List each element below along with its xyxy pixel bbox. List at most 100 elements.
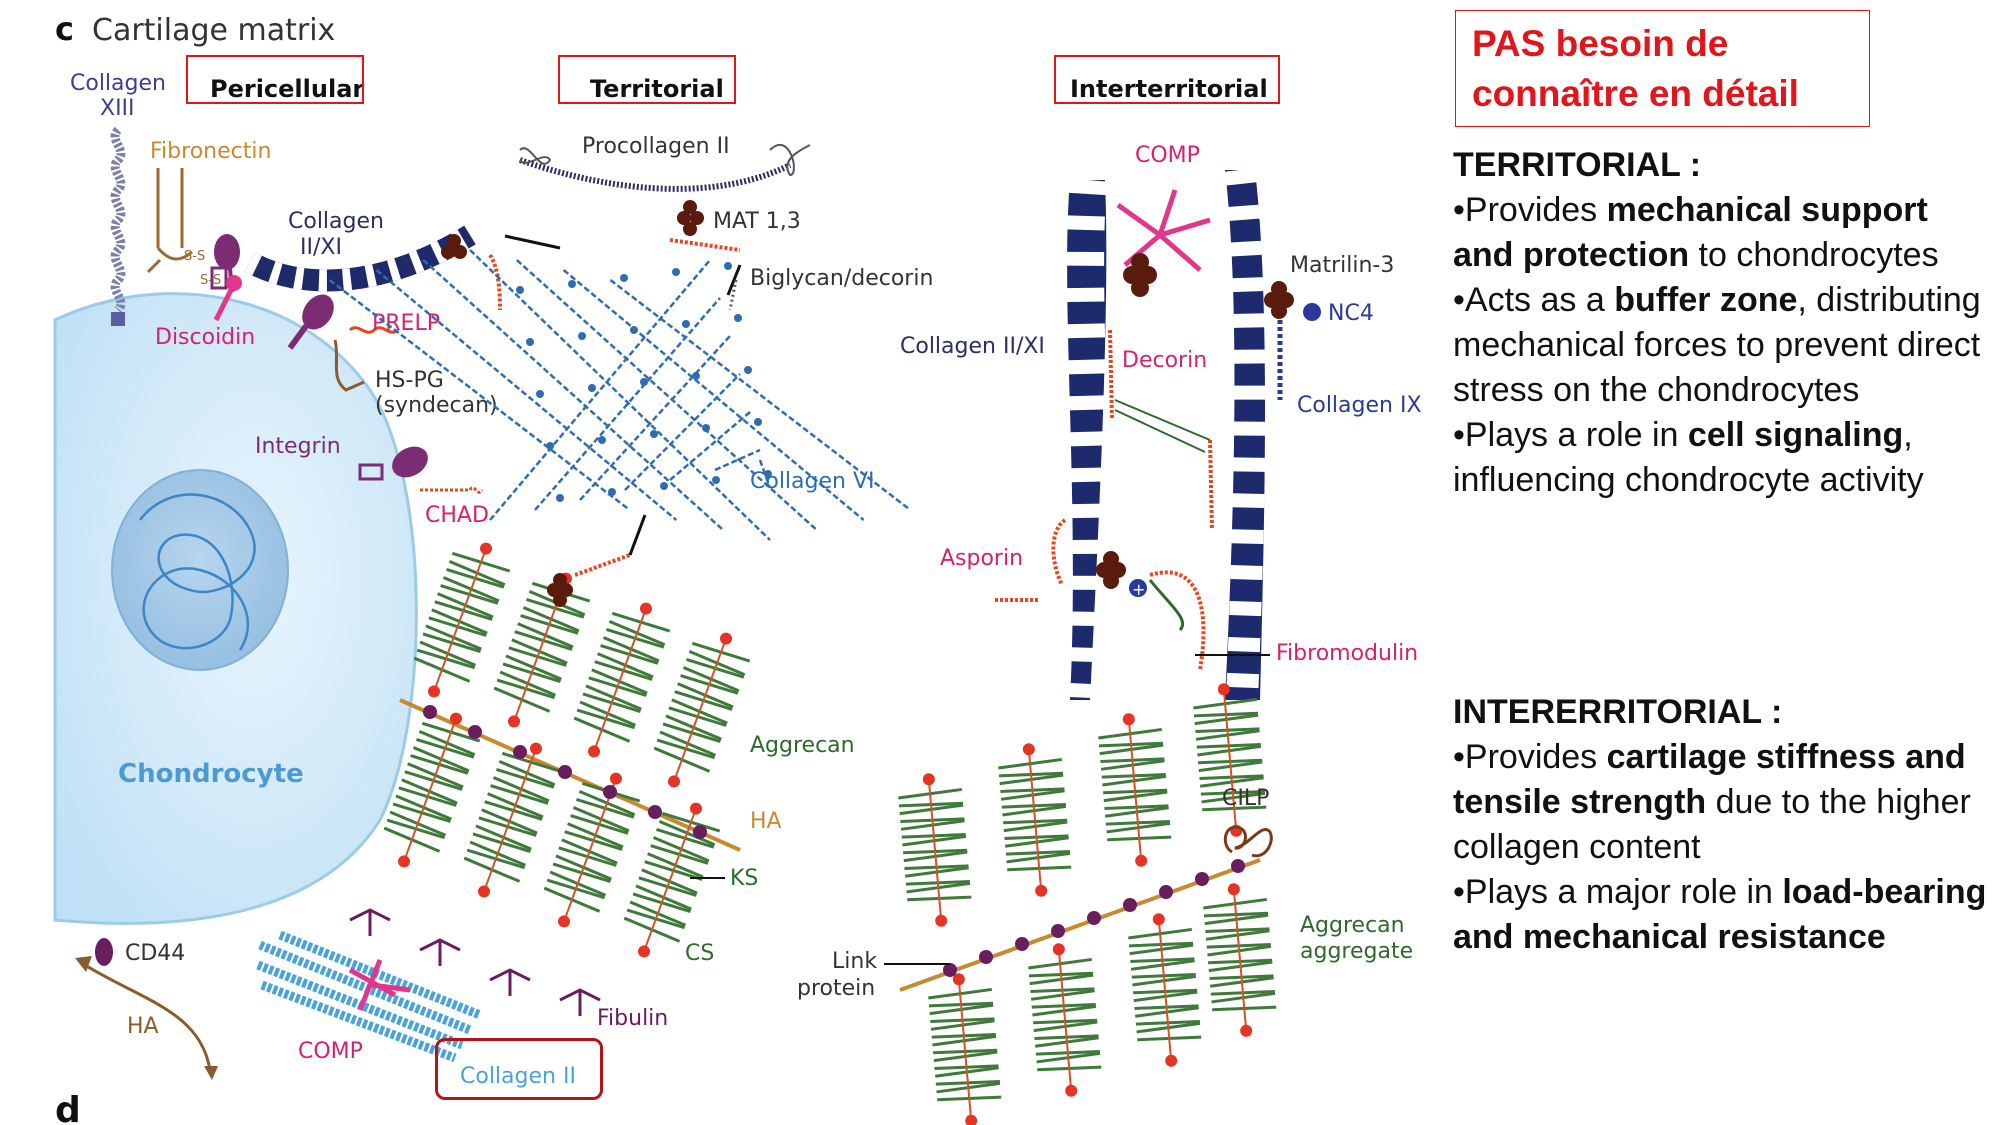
asporin-label: Asporin [940,546,1023,571]
collagen-vi-label: Collagen VI [750,469,875,494]
g3-domain [922,773,935,786]
nc4-icon [1303,303,1321,321]
core-protein [1127,721,1143,859]
collagen-vi-strand [579,335,731,501]
g3-domain [609,772,622,785]
mat13-icon [677,200,704,236]
aggrecan-monomer [573,602,671,758]
aggrecan-monomer [1203,883,1277,1037]
core-protein [1222,691,1238,829]
mat-interterritorial-1 [1123,253,1157,297]
territorial-heading: TERRITORIAL : [1453,146,1702,184]
aggrecan-aggregate-label: Aggrecan [1300,913,1405,938]
territorial-notes: TERRITORIAL : •Provides mechanical suppo… [1453,143,1993,503]
ha-arrowhead-left [75,956,92,972]
g3-domain [1152,913,1165,926]
g1-domain [398,855,411,868]
collagen-ii-highlight-box [435,1038,603,1100]
plus-marker-glyph: + [1132,580,1145,599]
collagen-ii-bottom-label: Collagen II [460,1064,576,1089]
aggrecan-monomer [413,542,511,698]
ha-arrowhead-bottom [204,1066,218,1080]
core-protein [1157,921,1173,1059]
fibronectin-stem [146,258,162,274]
biglycan-dots [728,279,738,311]
g3-domain [719,632,732,645]
link-protein-label-2: protein [797,976,875,1001]
collagen-vi-strand [489,259,711,521]
collagen-iixi-right-label: Collagen II/XI [900,334,1045,359]
cilp-label: CILP [1222,786,1269,811]
link-protein-node [1123,898,1137,912]
discoidin-icon [213,286,235,322]
collagen-ix-label: Collagen IX [1297,393,1422,418]
fibulin-node [559,988,601,1016]
core-protein [563,780,617,920]
aggrecan-monomer [1028,943,1102,1097]
fibulin-label: Fibulin [597,1006,668,1031]
g3-domain [639,602,652,615]
collagen-vi-strand [562,269,865,521]
link-protein-node [1087,911,1101,925]
aggrecan-monomer [653,632,751,788]
zone-interterritorial-label: Interterritorial [1070,75,1268,103]
procollagen-ii-end-right [769,143,811,177]
collagen-vi-strand [515,259,818,531]
mat-small-icon [441,234,467,259]
plus-marker-icon [1129,579,1147,597]
core-protein [433,550,487,690]
collagen-vi-node [692,372,700,380]
collagen-xiii-icon [110,126,126,314]
g1-domain [508,715,521,728]
g1-domain [558,915,571,928]
aggrecan-label: Aggrecan [750,733,855,758]
discoidin-head [226,275,242,291]
collagen-vi-node [556,494,564,502]
fibulin-node [419,938,461,966]
g3-domain [449,712,462,725]
prelp-icon [348,326,400,334]
collagen-vi-node [516,286,524,294]
collagen-vi-strand [534,297,721,511]
collagen-iixi-label-2: II/XI [300,235,342,260]
procollagen-ii-fibre [519,157,792,192]
aggrecan-monomer [463,742,561,898]
collagen-vi-node [578,332,586,340]
decorin-gag [1114,399,1211,453]
core-protein [673,640,727,780]
hspg-label-2: (syndecan) [375,393,498,418]
comp-top-icon [1116,189,1211,272]
core-protein [1232,891,1248,1029]
chad-icon [420,486,484,494]
pericellular-highlight-box [186,55,364,104]
link-protein-node [468,725,482,739]
aggrecan-monomer [623,802,721,958]
collagen-vi-node [754,418,762,426]
chromatin [139,493,256,651]
comp-bottom-label: COMP [298,1039,363,1064]
collagen-vi-node [546,442,554,450]
link-protein-node [558,765,572,779]
collagen-vi-node [764,470,772,478]
core-protein [1057,951,1073,1089]
territorial-highlight-box [558,55,736,104]
collagen-xiii-anchor [111,312,125,326]
collagen-fibril-right [1224,168,1266,701]
g3-domain [1227,883,1240,896]
collagen-vi-node [568,280,576,288]
aggrecan-monomer [1193,683,1267,837]
panel-title: Cartilage matrix [92,13,335,48]
aggrecan-aggregate [898,683,1277,1125]
discoidin-label: Discoidin [155,325,255,350]
g1-domain [478,885,491,898]
collagen-vi-node [526,338,534,346]
ks-label: KS [730,866,758,891]
link-protein-label: Link [832,949,877,974]
g1-domain [638,945,651,958]
collagen-vi-node [620,274,628,282]
mat13-label: MAT 1,3 [713,209,801,234]
collagen-vi-node [702,424,710,432]
chad-label: CHAD [425,503,489,528]
link-protein-node [1231,859,1245,873]
ha-left-label: HA [127,1014,159,1039]
